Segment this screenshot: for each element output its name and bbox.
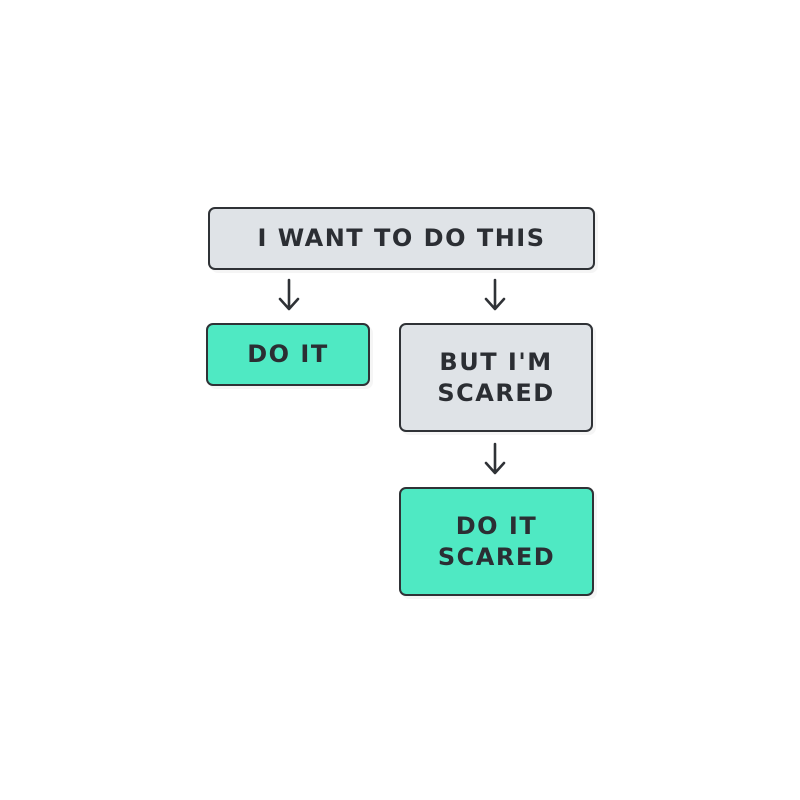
- node-do-it: DO IT: [206, 323, 370, 386]
- node-do-it-scared: DO IT SCARED: [399, 487, 594, 596]
- node-label-line-1: DO IT: [455, 511, 538, 540]
- node-label-line-1: BUT I'M: [439, 347, 553, 376]
- arrow-down-icon: [483, 278, 507, 312]
- arrow-down-icon: [483, 442, 507, 476]
- node-label-line-2: SCARED: [437, 378, 555, 407]
- node-i-want-to-do-this: I WANT TO DO THIS: [208, 207, 595, 270]
- node-label-line-2: SCARED: [437, 542, 556, 571]
- node-label: I WANT TO DO THIS: [257, 224, 546, 252]
- node-but-im-scared: BUT I'M SCARED: [399, 323, 593, 432]
- node-label: DO IT: [247, 340, 329, 368]
- arrow-down-icon: [277, 278, 301, 312]
